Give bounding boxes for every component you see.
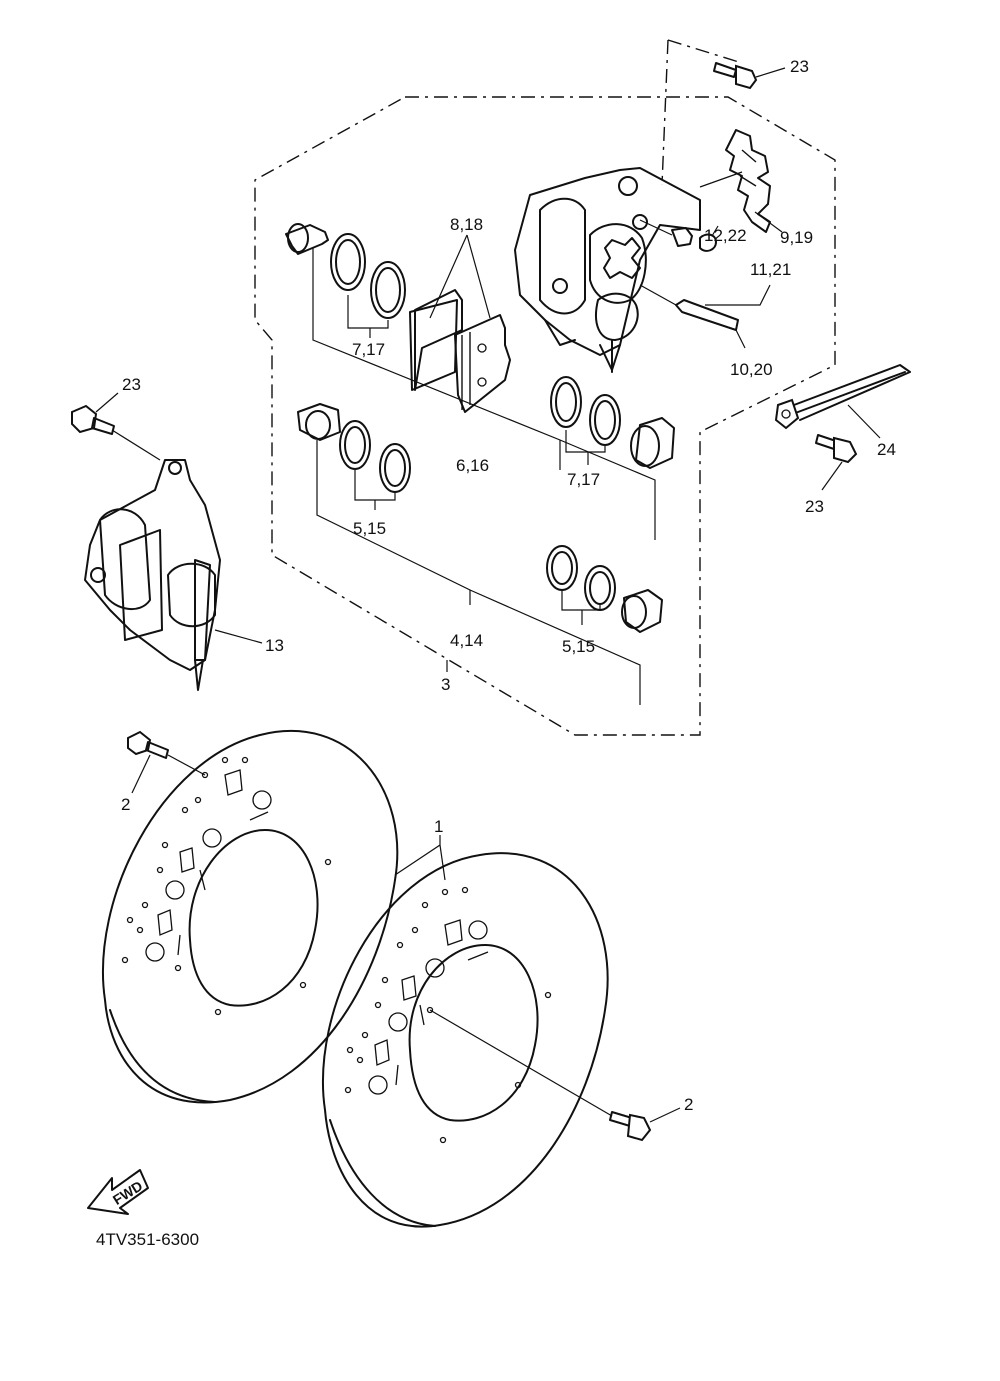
label-23-right: 23 [805, 497, 824, 516]
label-24: 24 [877, 440, 896, 459]
brake-pads-8-18 [409, 234, 511, 413]
caliper-right [514, 167, 701, 373]
bolt-23-top [713, 62, 786, 90]
label-13: 13 [265, 636, 284, 655]
seal-upper-left-b [370, 261, 406, 319]
label-9-19: 9,19 [780, 228, 813, 247]
label-5-15-left: 5,15 [353, 519, 386, 538]
bolt-23-right [815, 434, 858, 491]
label-2-left: 2 [121, 795, 130, 814]
label-7-17-top: 7,17 [352, 340, 385, 359]
label-7-17-mid: 7,17 [567, 470, 600, 489]
leader-23-top-to-caliper [661, 39, 743, 186]
seal-right-a [550, 376, 582, 428]
label-2-right: 2 [684, 1095, 693, 1114]
caliper-left-13 [84, 459, 263, 691]
brake-disc-left [102, 729, 399, 1104]
pad-spring-9-19 [699, 129, 783, 233]
label-4-14: 4,14 [450, 631, 483, 650]
seal-lower-left-b [379, 443, 411, 493]
label-23-top: 23 [790, 57, 809, 76]
bracket-7-17-mid [565, 430, 606, 465]
brake-hose-24 [774, 364, 911, 439]
disc-bolt-2-left [127, 730, 206, 794]
piston-upper-left [285, 223, 329, 255]
diagram-code: 4TV351-6300 [96, 1230, 199, 1249]
seal-lower-left-a [339, 420, 371, 470]
label-12-22: 12,22 [704, 226, 747, 245]
seal-right-b [589, 394, 621, 446]
bleed-screw-12-22 [639, 219, 719, 252]
seal-upper-left-a [330, 233, 366, 291]
leader-4-14 [316, 440, 641, 705]
label-23-left: 23 [122, 375, 141, 394]
piston-right-upper [630, 417, 675, 469]
brake-disc-right [322, 852, 609, 1228]
label-8-18: 8,18 [450, 215, 483, 234]
label-6-16: 6,16 [456, 456, 489, 475]
disc-bolt-2-right [429, 1009, 681, 1142]
fwd-arrow-icon: FWD [87, 1169, 149, 1215]
label-10-20: 10,20 [730, 360, 773, 379]
bracket-7-17-top [347, 295, 389, 338]
seal-lower-right-a [546, 545, 578, 591]
label-1: 1 [434, 817, 443, 836]
label-5-15-right: 5,15 [562, 637, 595, 656]
bolt-23-left [71, 392, 161, 461]
leader-1 [394, 835, 446, 881]
label-3: 3 [441, 675, 450, 694]
leader-6-16-top [312, 248, 656, 540]
piston-lower-left [297, 403, 341, 441]
pad-pin-10-20 [639, 284, 771, 349]
bracket-5-15-left [354, 470, 396, 510]
seal-lower-right-b [584, 565, 616, 611]
caliper-assembly-boundary [254, 96, 836, 736]
piston-lower-right [621, 589, 663, 633]
label-11-21: 11,21 [750, 260, 791, 279]
bracket-5-15-right [561, 590, 601, 625]
